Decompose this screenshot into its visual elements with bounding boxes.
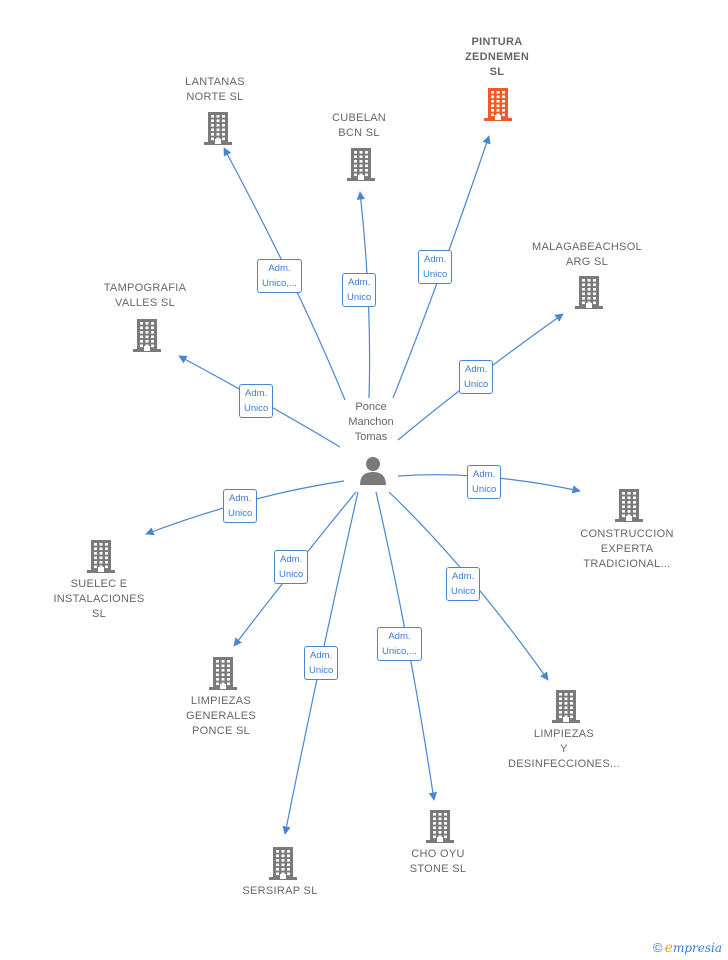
relation-badge-tampografia[interactable]: Adm. Unico (239, 384, 274, 418)
brand-initial: e (664, 940, 673, 956)
building-icon[interactable] (132, 317, 162, 358)
building-icon[interactable] (203, 110, 233, 151)
brand-name: mpresia (672, 941, 722, 955)
building-icon[interactable] (551, 688, 581, 729)
building-icon[interactable] (268, 845, 298, 886)
relation-badge-cubelan[interactable]: Adm. Unico (342, 273, 377, 307)
relation-badge-construccion[interactable]: Adm. Unico (467, 465, 502, 499)
company-label-sersirap[interactable]: SERSIRAP SL (242, 885, 318, 897)
company-label-limpiezas-generales[interactable]: LIMPIEZAS GENERALES PONCE SL (186, 695, 256, 737)
relation-badge-cho-oyu[interactable]: Adm. Unico,... (377, 627, 422, 661)
company-label-pintura[interactable]: PINTURA ZEDNEMEN SL (464, 36, 530, 78)
company-label-lantanas[interactable]: LANTANAS NORTE SL (185, 76, 245, 103)
relation-badge-sersirap[interactable]: Adm. Unico (304, 646, 339, 680)
company-label-tampografia[interactable]: TAMPOGRAFIA VALLES SL (103, 282, 187, 309)
person-name: Ponce Manchon Tomas (348, 401, 394, 443)
building-icon[interactable] (346, 146, 376, 187)
copyright-symbol: © (653, 940, 663, 955)
building-icon[interactable] (208, 655, 238, 696)
relation-badge-limpiezas-desinf[interactable]: Adm. Unico (446, 567, 481, 601)
relation-badge-malaga[interactable]: Adm. Unico (459, 360, 494, 394)
building-icon[interactable] (614, 487, 644, 528)
person-icon[interactable] (358, 455, 388, 485)
company-label-construccion[interactable]: CONSTRUCCION EXPERTA TRADICIONAL... (580, 528, 674, 570)
company-label-cho-oyu[interactable]: CHO OYU STONE SL (409, 848, 467, 875)
building-icon[interactable] (425, 808, 455, 849)
company-label-cubelan[interactable]: CUBELAN BCN SL (331, 112, 387, 139)
company-label-malaga[interactable]: MALAGABEACHSOL ARG SL (532, 241, 642, 268)
relation-badge-lantanas[interactable]: Adm. Unico,... (257, 259, 302, 293)
relation-badge-pintura[interactable]: Adm. Unico (418, 250, 453, 284)
company-label-suelec[interactable]: SUELEC E INSTALACIONES SL (53, 578, 145, 620)
empresia-logo: ©empresia (653, 940, 722, 956)
relation-badge-limpiezas-generales[interactable]: Adm. Unico (274, 550, 309, 584)
building-icon[interactable] (86, 538, 116, 579)
building-icon[interactable] (574, 274, 604, 315)
building-icon[interactable] (483, 86, 513, 127)
company-label-limpiezas-desinf[interactable]: LIMPIEZAS Y DESINFECCIONES... (507, 728, 621, 770)
relation-badge-suelec[interactable]: Adm. Unico (223, 489, 258, 523)
